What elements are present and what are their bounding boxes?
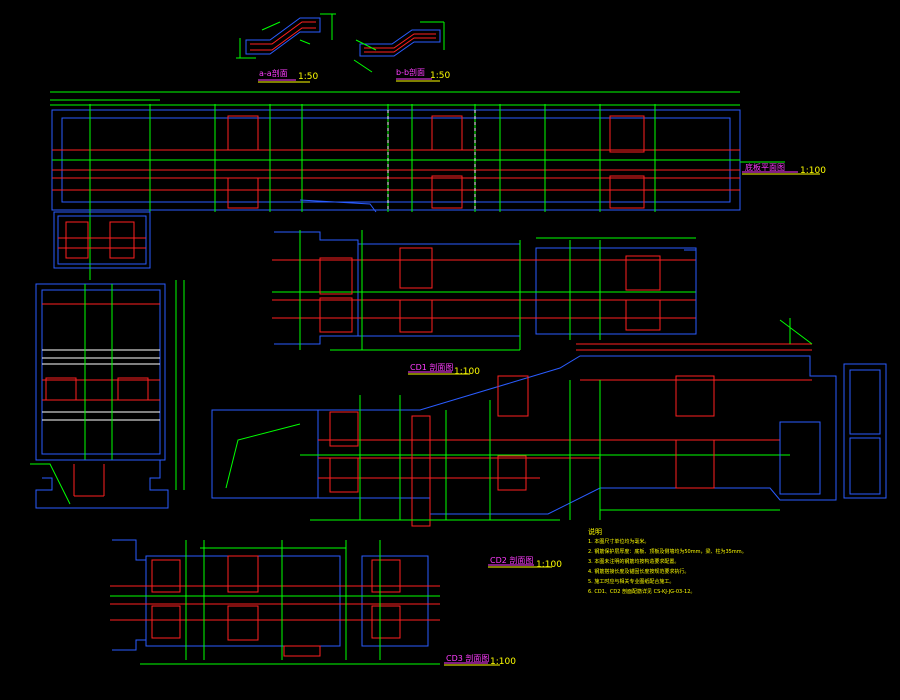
- cd1-title: CD1 剖面图: [410, 363, 454, 372]
- section-bb-scale: 1:50: [430, 71, 451, 81]
- note-item: 2. 钢筋保护层厚度：底板、顶板及侧墙均为50mm，梁、柱为35mm。: [588, 549, 747, 555]
- cd2-scale: 1:100: [536, 560, 562, 570]
- section-bb-detail: [353, 21, 445, 73]
- title-underlines: [258, 78, 798, 664]
- cd1-section: [272, 230, 697, 351]
- notes-header: 说明: [588, 528, 602, 536]
- main-plan-title: 底板平面图: [745, 163, 785, 172]
- cd3-scale: 1:100: [490, 657, 516, 667]
- note-item: 6. CD1、CD2 剖面配筋详见 CS-KJ-JG-03-12。: [588, 589, 696, 595]
- cd3-section: [110, 539, 440, 665]
- left-elevation: [30, 211, 185, 509]
- cd3-title: CD3 剖面图: [446, 654, 490, 663]
- note-item: 3. 本图未注明的钢筋均按构造要求配置。: [588, 559, 680, 565]
- note-item: 5. 施工时应与相关专业图纸配合施工。: [588, 579, 675, 585]
- cd2-section: [211, 318, 887, 527]
- section-aa-scale: 1:50: [298, 72, 319, 82]
- general-notes: 说明 1. 本图尺寸单位均为毫米。 2. 钢筋保护层厚度：底板、顶板及侧墙均为5…: [588, 527, 888, 597]
- section-bb-title: b-b剖面: [396, 68, 426, 77]
- section-aa-detail: [236, 13, 336, 59]
- cd1-scale: 1:100: [454, 367, 480, 377]
- note-item: 1. 本图尺寸单位均为毫米。: [588, 539, 650, 545]
- main-plan: [50, 91, 785, 280]
- note-item: 4. 钢筋搭接长度及锚固长度按规范要求执行。: [588, 569, 690, 575]
- section-aa-title: a-a剖面: [259, 69, 288, 78]
- main-plan-scale: 1:100: [800, 166, 826, 176]
- cd2-title: CD2 剖面图: [490, 556, 534, 565]
